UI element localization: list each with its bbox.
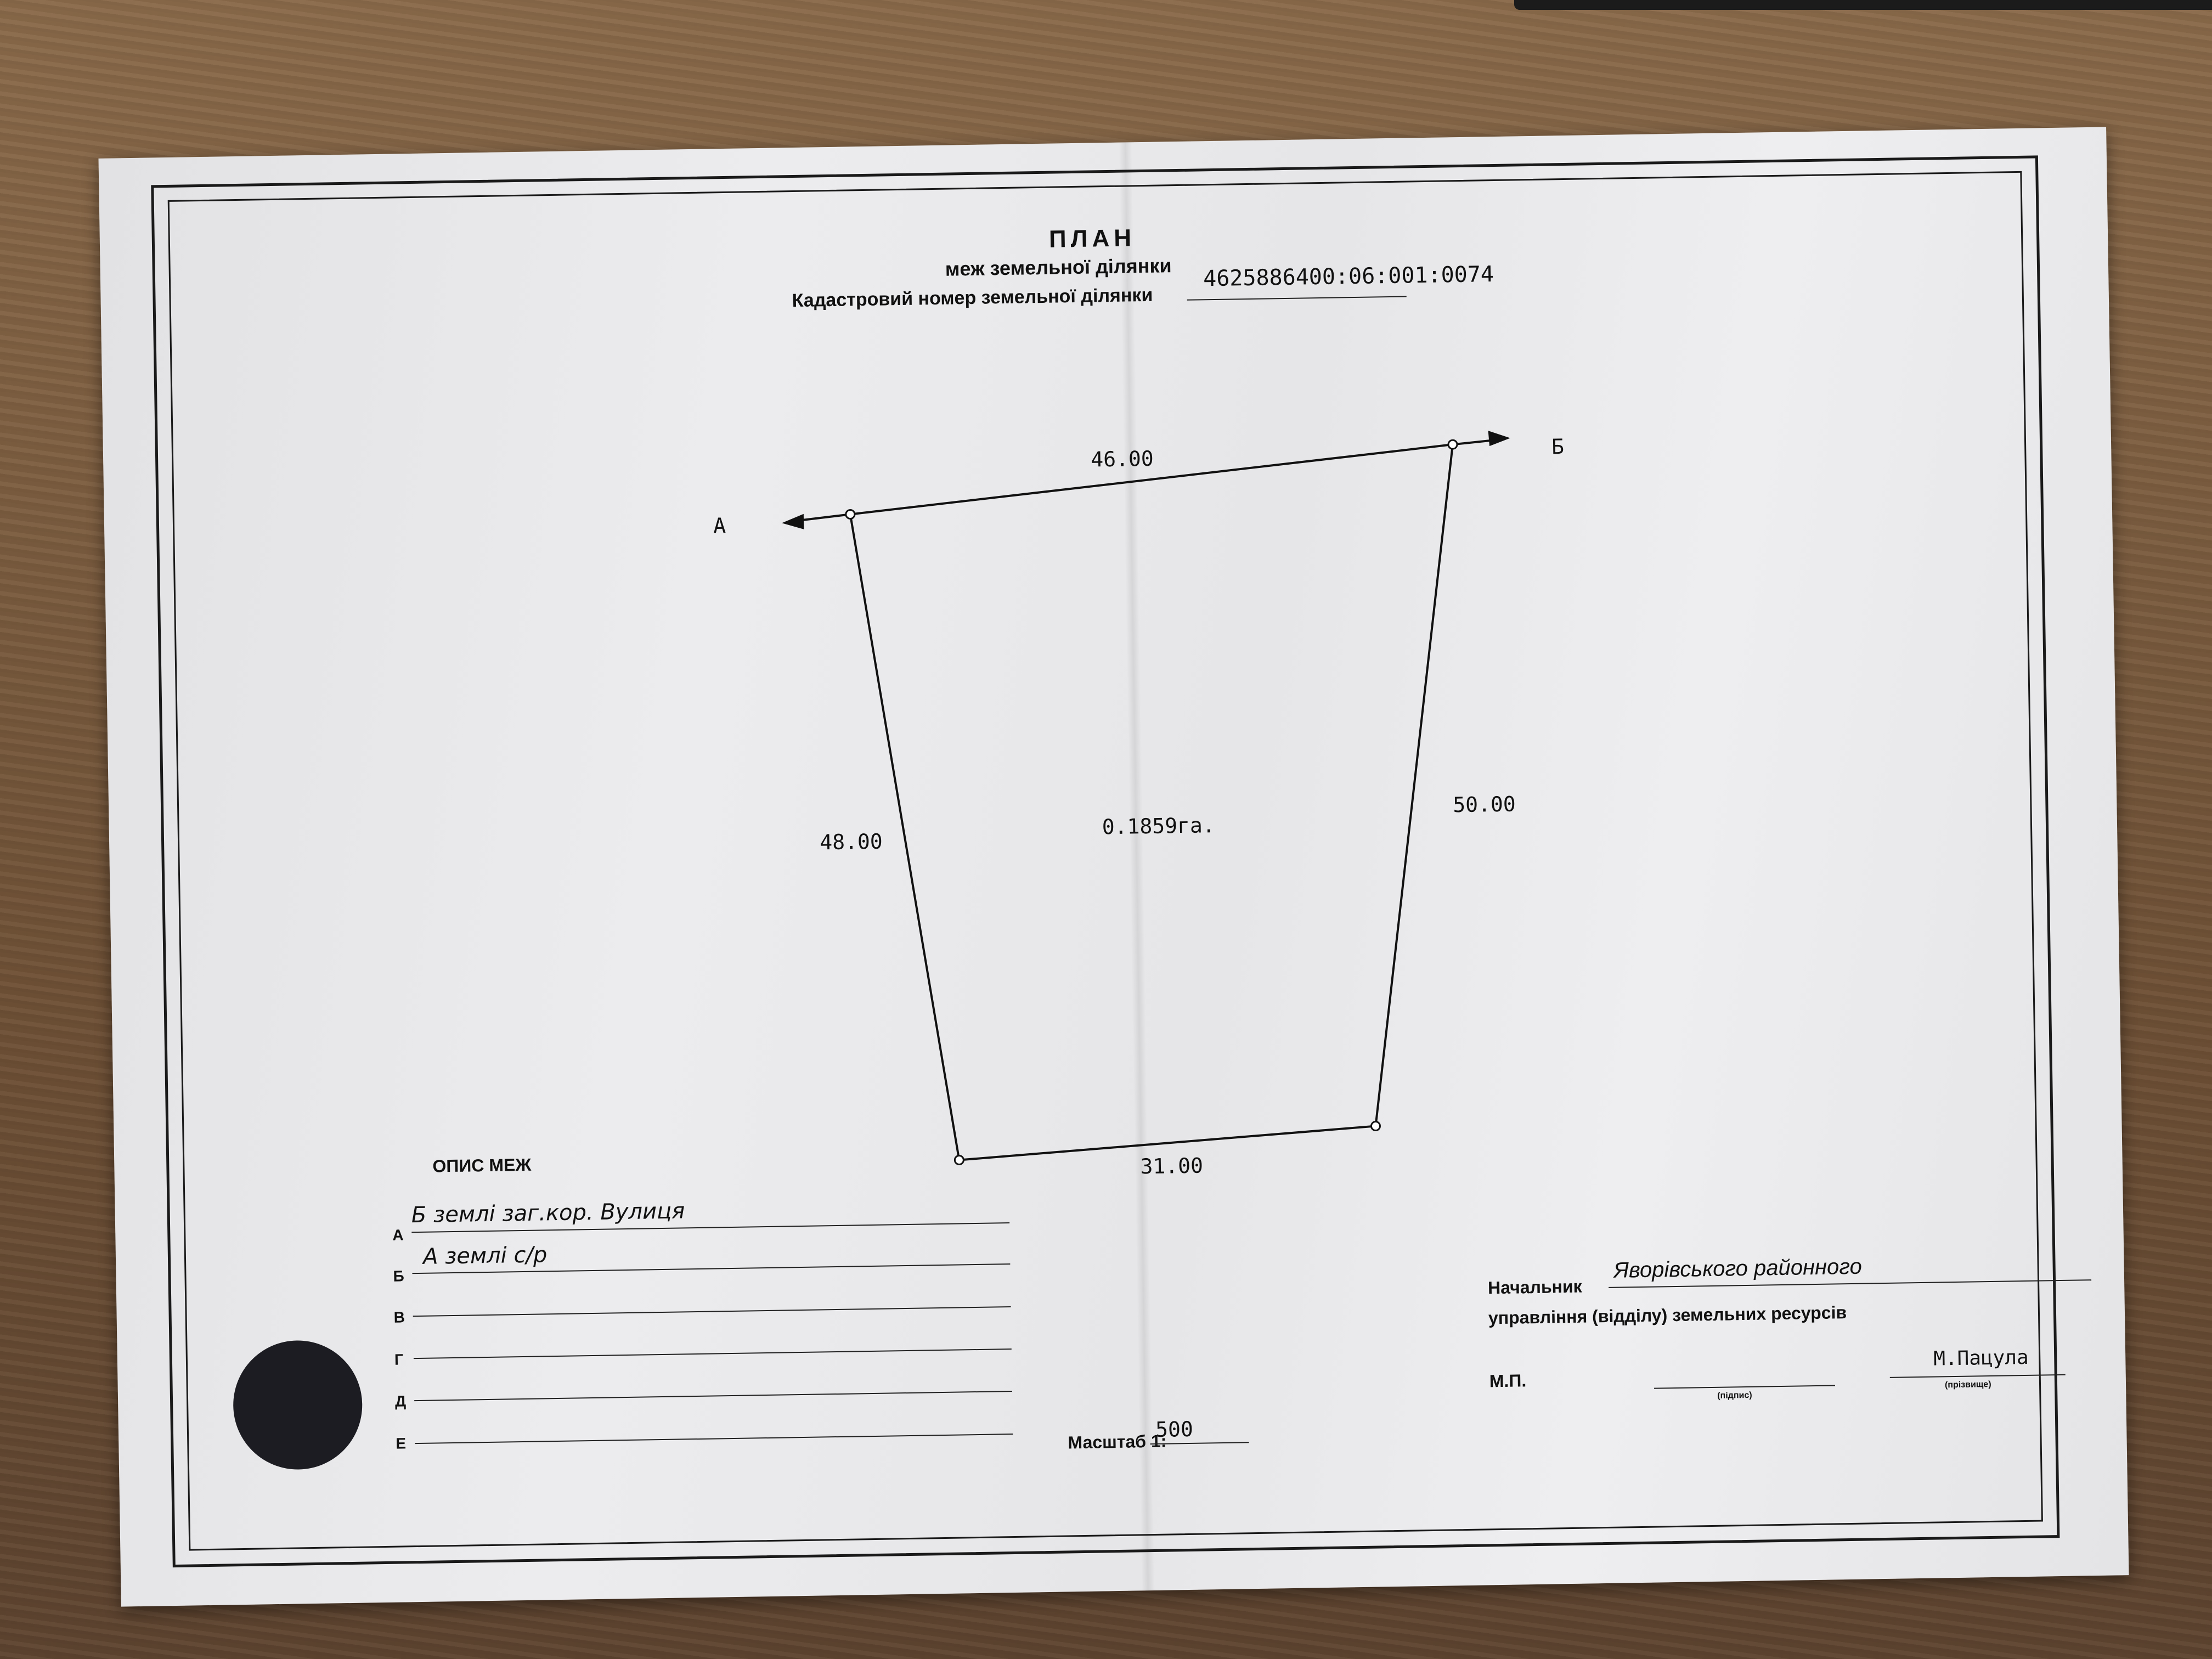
bottom-length-label: 31.00 bbox=[1140, 1154, 1203, 1179]
boundary-letter: Д bbox=[394, 1392, 407, 1410]
boundary-letter: Е bbox=[396, 1435, 407, 1452]
vertex-d bbox=[953, 1154, 964, 1165]
scale-label: Масштаб 1: bbox=[1068, 1431, 1167, 1453]
boundaries-title: ОПИС МЕЖ bbox=[432, 1154, 532, 1176]
signature-caption: (підпис) bbox=[1717, 1390, 1752, 1401]
point-label-b: Б bbox=[1551, 435, 1565, 459]
point-label-a: А bbox=[713, 514, 726, 538]
boundary-letter: А bbox=[392, 1226, 404, 1244]
seal-place-label: М.П. bbox=[1489, 1370, 1527, 1391]
pen-object bbox=[1514, 0, 2212, 10]
vertex-a bbox=[845, 509, 856, 520]
land-plot-plan: А Б 46.00 48.00 50.00 31.00 0.1859га. bbox=[713, 431, 1565, 1179]
vertex-c bbox=[1370, 1121, 1381, 1132]
vertex-b bbox=[1447, 439, 1458, 450]
surname-value: М.Пацула bbox=[1933, 1346, 2029, 1370]
chief-value: Яворівського районного bbox=[1613, 1254, 1863, 1283]
chief-label: Начальник bbox=[1487, 1276, 1582, 1298]
scale-value: 500 bbox=[1155, 1417, 1194, 1442]
boundary-letter: Г bbox=[394, 1351, 404, 1368]
right-length-label: 50.00 bbox=[1453, 792, 1516, 817]
left-length-label: 48.00 bbox=[820, 830, 883, 855]
document-sheet: ПЛАН меж земельної ділянки Кадастровий н… bbox=[98, 127, 2129, 1607]
surname-caption: (прізвище) bbox=[1944, 1379, 1991, 1390]
boundary-letter: Б bbox=[393, 1267, 404, 1285]
plot-boundary bbox=[849, 443, 1454, 1161]
boundary-value: А землі с/р bbox=[422, 1242, 548, 1269]
boundary-letter: В bbox=[393, 1308, 405, 1326]
arrow-a-head bbox=[782, 514, 804, 529]
top-length-label: 46.00 bbox=[1091, 447, 1154, 472]
boundary-value: Б землі заг.кор. Вулиця bbox=[411, 1198, 685, 1228]
arrow-b-head bbox=[1488, 431, 1510, 447]
area-label: 0.1859га. bbox=[1102, 813, 1216, 839]
